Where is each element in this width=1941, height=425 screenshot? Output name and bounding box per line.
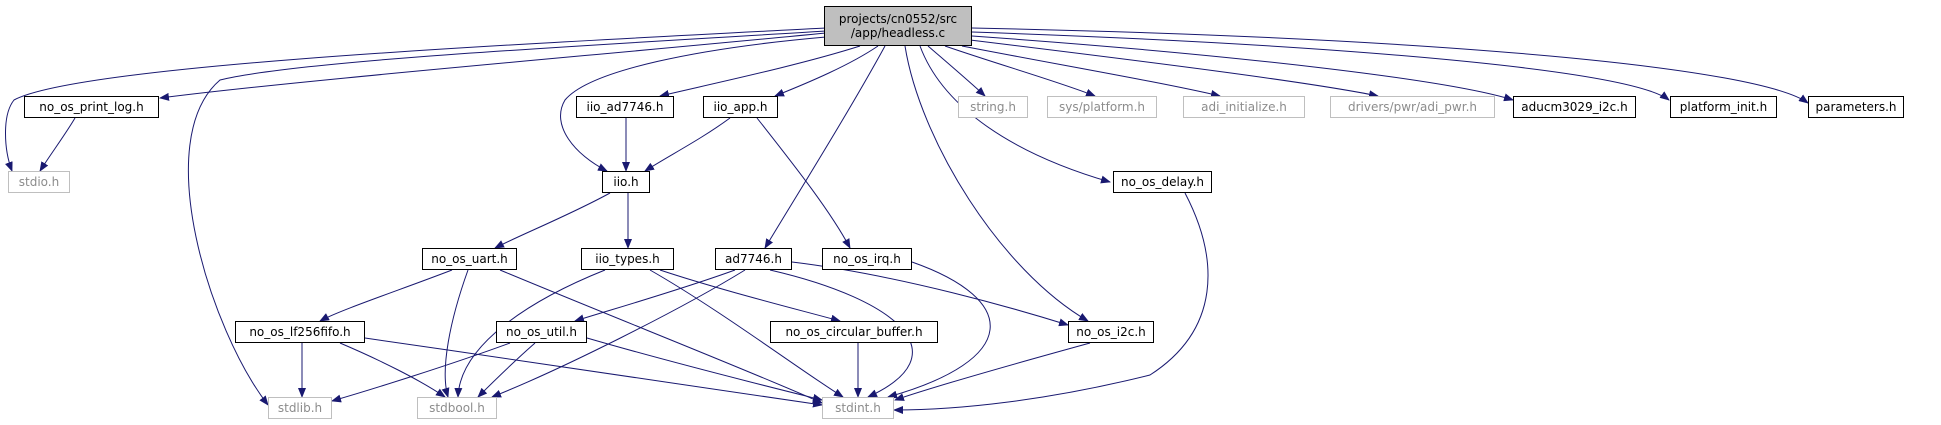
node-adi-initialize-h: adi_initialize.h [1183,96,1305,118]
node-iio-types-h[interactable]: iio_types.h [581,248,674,270]
node-platform-init-h[interactable]: platform_init.h [1670,96,1777,118]
edge-headless-to-no-os-print-log [159,32,827,101]
node-no-os-lf256fifo-h[interactable]: no_os_lf256fifo.h [235,321,365,343]
edge-headless-to-iio [560,36,827,172]
node-stdint-h: stdint.h [822,397,894,419]
edge-iio-to-no-os-uart [494,192,611,249]
edge-no-os-i2c-to-stdint [894,342,1091,401]
node-sys-platform-h: sys/platform.h [1047,96,1157,118]
node-iio-ad7746-h[interactable]: iio_ad7746.h [576,96,674,118]
node-no-os-circular-buffer-h[interactable]: no_os_circular_buffer.h [770,321,938,343]
node-stdlib-h: stdlib.h [268,397,332,419]
node-aducm3029-i2c-h[interactable]: aducm3029_i2c.h [1513,96,1636,118]
edge-ad7746-to-stdbool [491,269,746,398]
node-no-os-delay-h[interactable]: no_os_delay.h [1113,171,1212,193]
edge-iio-types-to-stdint [649,269,844,398]
node-parameters-h[interactable]: parameters.h [1808,96,1904,118]
edge-headless-to-iio-ad7746 [659,45,861,98]
edge-no-os-lf256fifo-to-stdint [364,337,823,408]
edge-headless-to-stdio [5,27,827,172]
edge-no-os-delay-to-stdint [893,192,1209,414]
edge-no-os-util-to-stdint [586,337,823,402]
node-no-os-irq-h[interactable]: no_os_irq.h [822,248,912,270]
edge-headless-to-platform-init [971,31,1670,101]
edge-no-os-uart-to-stdbool [441,269,469,398]
node-no-os-uart-h[interactable]: no_os_uart.h [422,248,517,270]
edge-headless-to-aducm3029-i2c [971,35,1514,102]
node-no-os-i2c-h[interactable]: no_os_i2c.h [1068,321,1154,343]
edge-no-os-lf256fifo-to-stdbool [339,342,446,398]
edge-no-os-util-to-stdbool [477,342,536,398]
node-drivers-pwr-adi-pwr-h: drivers/pwr/adi_pwr.h [1330,96,1495,118]
node-no-os-util-h[interactable]: no_os_util.h [496,321,587,343]
edge-no-os-uart-to-stdint [499,269,823,404]
root-line-1: projects/cn0552/src [838,12,958,26]
edge-headless-to-string [927,45,986,97]
edge-headless-to-drivers-pwr [969,39,1379,99]
node-stdbool-h: stdbool.h [417,397,497,419]
edge-no-os-uart-to-no-os-lf256fifo [319,269,453,322]
node-iio-app-h[interactable]: iio_app.h [703,96,778,118]
edge-headless-to-parameters [971,27,1809,104]
edge-headless-to-adi-initialize [961,45,1221,98]
edge-headless-to-iio-app [774,45,879,97]
node-ad7746-h[interactable]: ad7746.h [715,248,792,270]
edge-headless-to-no-os-i2c [904,45,1089,322]
edge-headless-to-sys-platform [944,45,1096,97]
edge-headless-to-stdlib [188,30,827,406]
edge-iio-types-to-no-os-circular-buffer [659,269,841,323]
edge-ad7746-to-no-os-util [574,269,736,323]
edge-no-os-irq-to-stdint [887,261,991,399]
edge-headless-to-ad7746 [764,45,886,249]
node-stdio-h: stdio.h [8,171,70,193]
node-string-h: string.h [958,96,1028,118]
node-iio-h[interactable]: iio.h [602,171,650,193]
edge-no-os-util-to-stdlib [331,342,511,403]
root-node-headless-c: projects/cn0552/src /app/headless.c [824,6,972,46]
edge-iio-app-to-no-os-irq [756,117,851,249]
edge-no-os-print-log-to-stdio [39,117,76,172]
node-no-os-print-log-h[interactable]: no_os_print_log.h [24,96,159,118]
edge-iio-app-to-iio [644,117,731,172]
root-line-2: /app/headless.c [850,26,946,40]
edge-headless-to-no-os-delay [919,45,1111,184]
